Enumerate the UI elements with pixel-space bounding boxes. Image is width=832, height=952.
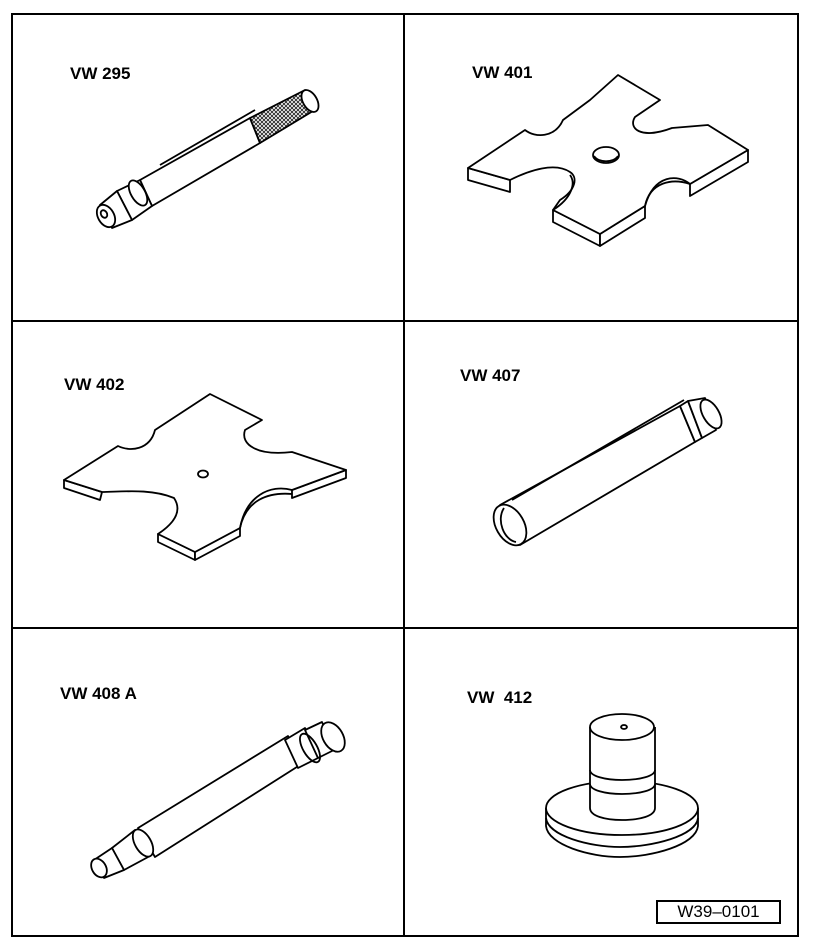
label-vw408a: VW 408 A xyxy=(60,684,137,703)
tool-vw295-drawing xyxy=(95,89,320,229)
tool-vw401-drawing xyxy=(467,74,749,247)
tool-vw407-drawing xyxy=(492,397,723,547)
grid-frame xyxy=(11,13,799,937)
tool-vw402-drawing xyxy=(63,393,347,561)
label-vw295: VW 295 xyxy=(70,64,131,83)
label-vw412: VW 412 xyxy=(467,688,533,707)
label-vw402: VW 402 xyxy=(64,375,125,394)
label-vw407: VW 407 xyxy=(460,366,521,385)
tool-vw408a-drawing xyxy=(90,721,346,879)
label-vw401: VW 401 xyxy=(472,63,533,82)
tool-vw412-drawing xyxy=(545,713,699,858)
figure-reference: W39–0101 xyxy=(656,900,781,924)
